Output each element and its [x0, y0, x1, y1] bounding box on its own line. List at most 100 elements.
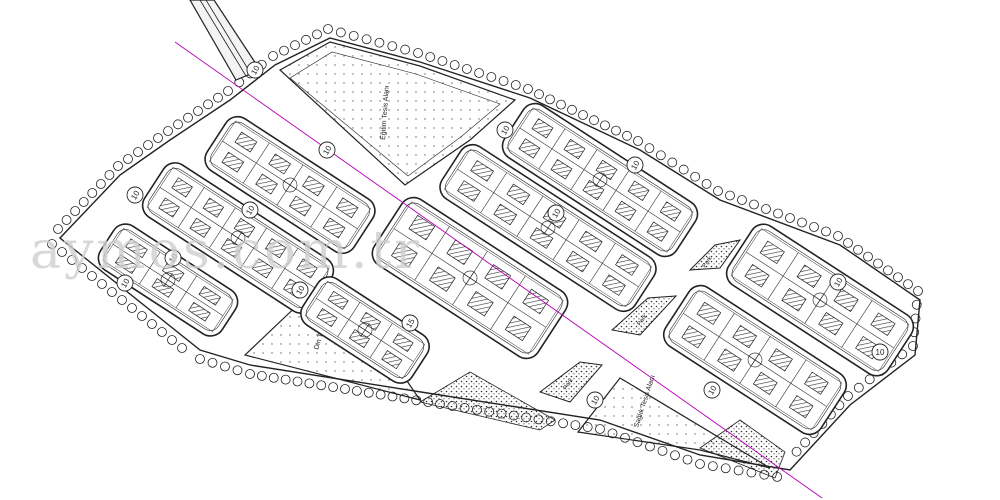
road-width-label: 10 [876, 348, 885, 357]
tree-ring [913, 286, 923, 296]
block-inner-outline [305, 281, 425, 379]
tree-ring [223, 86, 233, 96]
housing-block [439, 143, 657, 313]
building-footprint [717, 348, 742, 372]
road-width-circle [871, 343, 889, 361]
tree-ring [883, 265, 893, 276]
green-strips [418, 371, 786, 479]
road-width-circle [164, 249, 182, 267]
block-inner-outline [668, 290, 842, 430]
building-footprint [428, 266, 456, 292]
road-width-circle [547, 204, 565, 222]
tree-ring [104, 170, 115, 180]
parcel [841, 323, 895, 372]
road-width-circle [703, 381, 721, 399]
tree-ring [268, 51, 278, 61]
road-width-marker: 10 [871, 343, 889, 361]
tree-ring [290, 40, 300, 51]
tree-ring [725, 190, 735, 201]
tree-ring [695, 459, 705, 469]
block-inner-outline [507, 108, 693, 252]
housing-block [300, 276, 430, 384]
building-footprint [221, 151, 245, 173]
building-footprint [114, 254, 138, 275]
tree-ring [292, 376, 303, 387]
tree-ring [903, 279, 913, 290]
parcel [310, 206, 358, 250]
tree-ring [737, 195, 747, 205]
tree-ring [600, 120, 610, 131]
tree-ring [510, 80, 521, 90]
tree-ring [213, 92, 223, 103]
tree-ring [47, 239, 57, 249]
road-width-circle [246, 61, 264, 79]
road-width-circle [586, 391, 604, 409]
tree-ring [304, 378, 315, 389]
building-footprint [188, 301, 211, 322]
parcel [175, 291, 224, 332]
tree-ring [328, 382, 339, 393]
block-inner-outline [210, 121, 370, 249]
building-footprint [696, 301, 722, 325]
tree-ring [61, 215, 72, 225]
housing-blocks [97, 102, 915, 436]
tree-ring [720, 463, 731, 474]
tree-ring [95, 179, 106, 189]
tree-ring [707, 461, 718, 472]
road-width-circle [318, 141, 336, 159]
tree-ring [567, 104, 577, 115]
building-footprint [392, 332, 414, 352]
road-width-marker: 10 [246, 61, 264, 79]
tree-ring [461, 64, 472, 74]
tree-ring [558, 418, 568, 429]
tree-ring [578, 110, 588, 120]
tree-ring [713, 186, 723, 196]
tree-ring [853, 244, 863, 255]
housing-block [501, 102, 699, 258]
building-footprint [158, 197, 180, 218]
block-inner-outline [377, 202, 563, 354]
road-width-circle [626, 156, 644, 174]
parcel [369, 340, 414, 380]
tree-ring [791, 446, 802, 457]
tree-ring [523, 84, 533, 94]
tree-ring [279, 45, 289, 56]
parcel [634, 210, 681, 253]
tree-ring [821, 226, 831, 237]
road-width-marker: 10 [829, 273, 847, 291]
building-footprint [870, 312, 896, 336]
tree-ring [113, 161, 123, 171]
tree-ring [864, 374, 875, 385]
tree-ring [893, 272, 903, 283]
education-facility-area: Eğitim Tesis Alanı [278, 41, 517, 186]
tree-ring [374, 37, 385, 48]
road-width-marker: 10 [126, 186, 144, 204]
tree-ring [137, 311, 147, 321]
building-footprint [646, 221, 669, 242]
tree-ring [644, 143, 655, 154]
building-footprint [251, 258, 274, 279]
building-footprint [457, 180, 481, 202]
building-footprint [788, 395, 814, 419]
tree-ring [853, 382, 864, 393]
axis-line [174, 41, 823, 499]
tree-ring [147, 319, 157, 329]
tree-ring [153, 133, 163, 143]
tree-ring [670, 450, 680, 461]
tree-ring [177, 343, 187, 353]
building-footprint [189, 217, 212, 238]
watermark: aymos.com.tr [30, 221, 422, 281]
tree-ring [133, 147, 143, 157]
tree-ring [78, 197, 89, 207]
tree-ring [193, 106, 203, 116]
tree-ring [785, 213, 795, 223]
building-footprint [531, 118, 554, 139]
building-footprint [302, 175, 325, 197]
tree-ring [486, 72, 497, 82]
building-footprint [322, 217, 346, 239]
road-width-circle [291, 281, 309, 299]
building-footprint [732, 325, 758, 349]
building-footprint [327, 290, 349, 310]
